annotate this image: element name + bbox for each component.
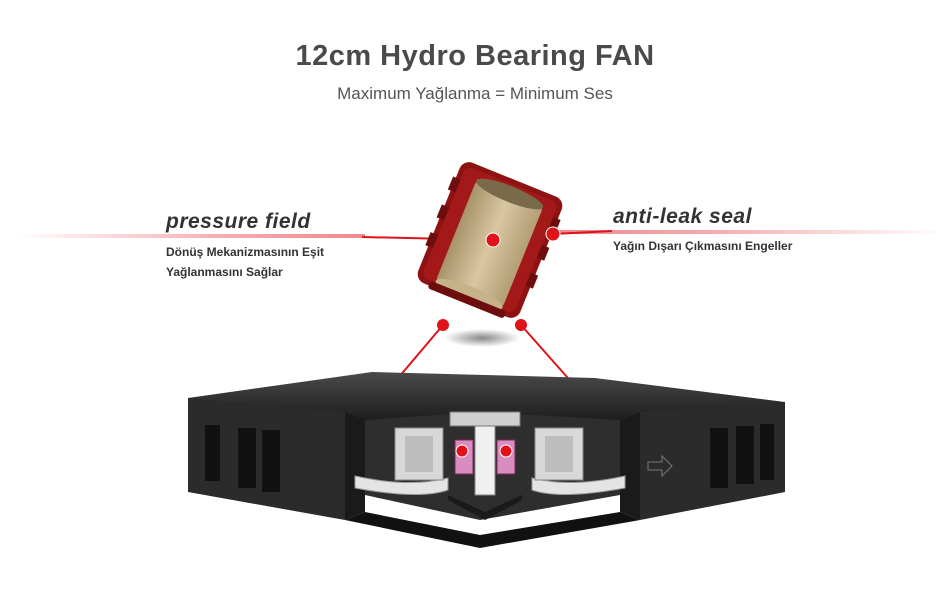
fan-hub-cutaway — [354, 411, 626, 520]
fan-frame — [188, 372, 785, 548]
pressure-field-marker — [485, 232, 501, 248]
right-pointer-line — [552, 230, 613, 235]
hub-left-marker — [455, 444, 469, 458]
anti-leak-seal-marker — [545, 226, 561, 242]
right-callout-underline — [555, 230, 945, 234]
page-title: 12cm Hydro Bearing FAN — [295, 40, 655, 72]
pressure-field-description-line2: Yağlanmasını Sağlar — [166, 265, 283, 279]
anti-leak-seal-heading: anti-leak seal — [613, 205, 752, 228]
left-callout-underline — [15, 234, 365, 238]
hub-right-marker — [499, 444, 513, 458]
anti-leak-seal-description: Yağın Dışarı Çıkmasını Engeller — [613, 239, 793, 253]
pressure-field-description-line1: Dönüş Mekanizmasının Eşit — [166, 245, 325, 259]
bearing-shadow — [444, 329, 520, 347]
pressure-field-heading: pressure field — [166, 210, 311, 233]
page-subtitle: Maximum Yağlanma = Minimum Ses — [337, 84, 613, 103]
pressure-field-description: Dönüş Mekanizmasının Eşit Yağlanmasını S… — [166, 242, 366, 282]
